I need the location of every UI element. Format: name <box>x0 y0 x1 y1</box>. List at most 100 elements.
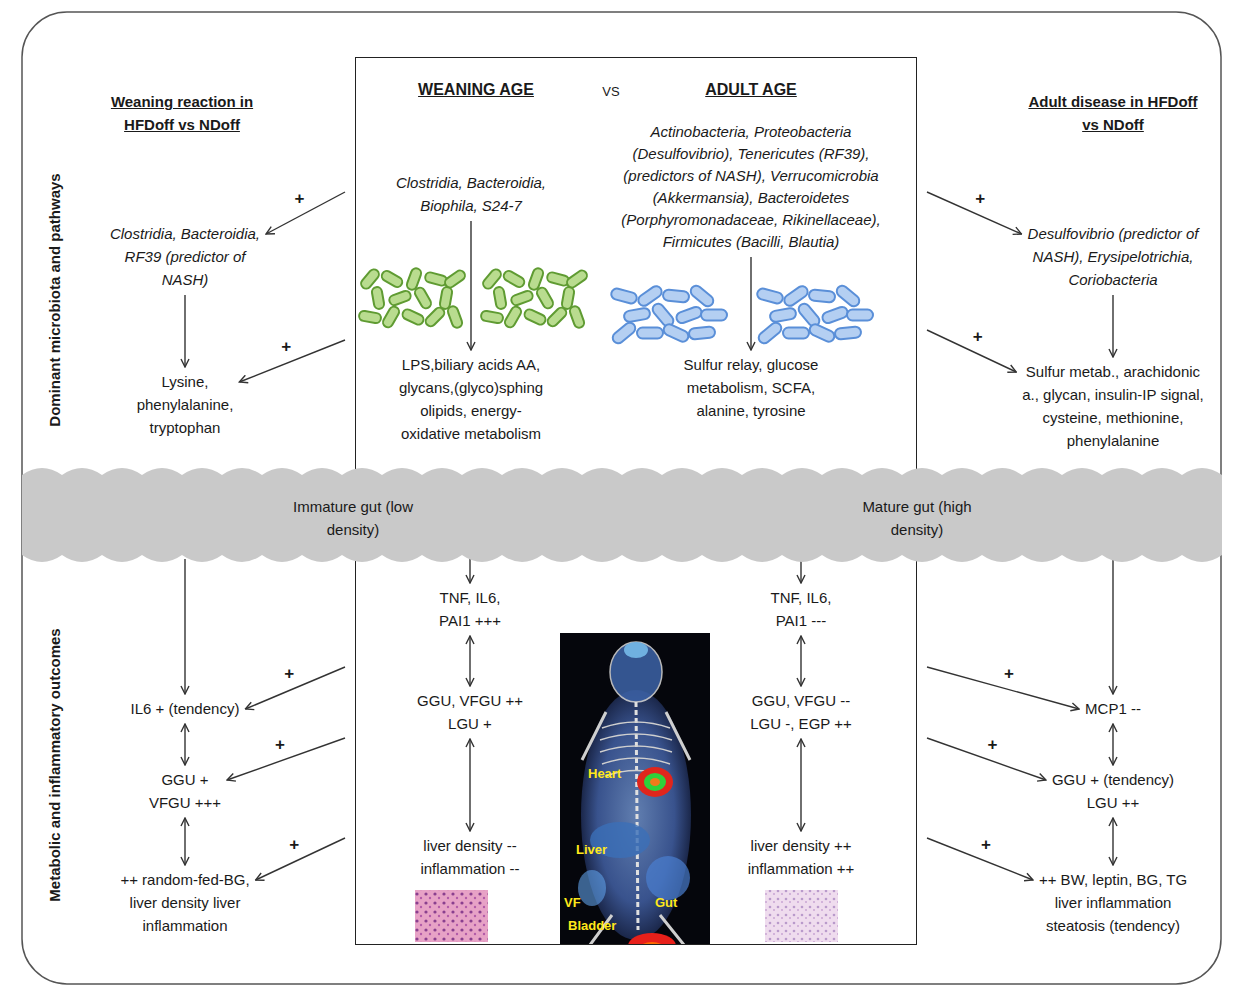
edge-label: + <box>291 188 309 210</box>
bacterium <box>663 289 690 302</box>
arrow-connector <box>239 340 345 382</box>
text-node: liver density -- inflammation -- <box>408 834 533 880</box>
edge-label: + <box>271 734 289 756</box>
bacterium <box>371 286 385 309</box>
pet-heart <box>637 767 673 797</box>
band-text: Immature gut (low density) <box>283 495 423 541</box>
bacteria-cluster <box>480 267 589 329</box>
text-node: IL6 + (tendency) <box>98 697 273 720</box>
text-node: Clostridia, Bacteroidia, Biophila, S24-7 <box>381 171 561 217</box>
column-heading: Weaning reaction in HFDoff vs NDoff <box>95 90 270 136</box>
bacterium <box>401 308 425 326</box>
node-text: Lysine, phenylalanine, tryptophan <box>125 370 245 439</box>
text-node: GGU + VFGU +++ <box>145 768 225 814</box>
bacterium <box>689 326 716 339</box>
node-text: Sulfur relay, glucose metabolism, SCFA, … <box>671 353 831 422</box>
arrow-connector <box>470 221 471 350</box>
pet-heart-inner <box>644 773 666 791</box>
organ-label: Heart <box>588 766 621 782</box>
bacterium <box>701 310 727 321</box>
arrow-connector <box>184 295 185 367</box>
edge-label: + <box>971 188 989 210</box>
arrow-connector <box>800 739 801 831</box>
text-node: GGU + (tendency) LGU ++ <box>1051 768 1176 814</box>
pet-skull <box>610 642 662 702</box>
text-node: Desulfovibrio (predictor of NASH), Erysi… <box>1013 222 1213 291</box>
text-node: TNF, IL6, PAI1 --- <box>756 586 846 632</box>
row-label: Dominant microbiota and pathways <box>44 150 66 450</box>
arrow-connector <box>927 330 1016 372</box>
pet-fat <box>578 870 606 906</box>
arrow-connector <box>1112 295 1113 357</box>
arrow-connector <box>184 559 185 694</box>
text-node: LPS,biliary acids AA, glycans,(glyco)sph… <box>396 353 546 445</box>
node-text: ++ random-fed-BG, liver density liver in… <box>113 868 258 937</box>
text-node: ++ BW, leptin, BG, TG liver inflammation… <box>1028 868 1198 937</box>
edge-label: + <box>969 326 987 348</box>
node-text: Desulfovibrio (predictor of NASH), Erysi… <box>1013 222 1213 291</box>
text-node: Actinobacteria, Proteobacteria (Desulfov… <box>611 121 891 253</box>
gut-band: Immature gut (low density)Mature gut (hi… <box>22 465 1222 565</box>
arrow-connector <box>227 738 345 780</box>
edge-label: + <box>277 336 295 358</box>
histology-image <box>415 890 488 942</box>
node-text: TNF, IL6, PAI1 +++ <box>425 586 515 632</box>
text-node: liver density ++ inflammation ++ <box>739 834 864 880</box>
node-text: GGU + (tendency) LGU ++ <box>1051 768 1176 814</box>
bacterium <box>610 287 638 304</box>
node-text: Clostridia, Bacteroidia, Biophila, S24-7 <box>381 171 561 217</box>
organ-label: VF <box>564 895 581 911</box>
bacterium <box>413 286 433 310</box>
arrow-connector <box>184 724 185 765</box>
node-text: ++ BW, leptin, BG, TG liver inflammation… <box>1028 868 1198 937</box>
node-text: LPS,biliary acids AA, glycans,(glyco)sph… <box>396 353 546 445</box>
bacterium <box>662 323 690 344</box>
bacterium <box>689 283 716 308</box>
arrow-connector <box>1112 818 1113 865</box>
versus-label: VS <box>591 80 631 103</box>
node-text: GGU, VFGU -- LGU -, EGP ++ <box>739 689 864 735</box>
arrow-connector <box>266 192 345 234</box>
text-node: MCP1 -- <box>1051 697 1176 720</box>
bacterium <box>358 310 381 324</box>
edge-label: + <box>977 834 995 856</box>
text-node: GGU, VFGU ++ LGU + <box>408 689 533 735</box>
arrow-connector <box>927 192 1022 234</box>
column-heading: ADULT AGE <box>671 78 831 101</box>
arrow-connector <box>469 739 470 831</box>
edge-label: + <box>280 663 298 685</box>
edge-label: + <box>1000 663 1018 685</box>
organ-label: Bladder <box>568 918 616 934</box>
node-text: liver density ++ inflammation ++ <box>739 834 864 880</box>
bacterium <box>388 290 412 307</box>
arrow-connector <box>927 667 1079 709</box>
text-node: TNF, IL6, PAI1 +++ <box>425 586 515 632</box>
bacterium <box>611 320 638 345</box>
bacterium <box>447 305 464 329</box>
pet-gut <box>646 856 690 900</box>
text-node: Clostridia, Bacteroidia, RF39 (predictor… <box>100 222 270 291</box>
node-text: IL6 + (tendency) <box>98 697 273 720</box>
gut-band-shape <box>22 465 1222 565</box>
arrow-connector <box>927 738 1046 780</box>
histology-image <box>765 890 838 942</box>
arrow-connector <box>750 257 751 350</box>
arrow-connector <box>1112 559 1113 694</box>
pet-limbs <box>582 712 690 945</box>
arrow-connector <box>1112 724 1113 765</box>
bacterium <box>381 305 401 329</box>
arrow-connector <box>256 838 345 880</box>
node-text: MCP1 -- <box>1051 697 1176 720</box>
text-node: Lysine, phenylalanine, tryptophan <box>125 370 245 439</box>
arrow-connector <box>800 559 801 583</box>
arrow-connector <box>184 818 185 865</box>
bacterium <box>675 305 703 324</box>
node-text: Sulfur metab., arachidonic a., glycan, i… <box>1021 360 1206 452</box>
pet-spine <box>636 702 638 930</box>
text-node: GGU, VFGU -- LGU -, EGP ++ <box>739 689 864 735</box>
text-node: Sulfur metab., arachidonic a., glycan, i… <box>1021 360 1206 452</box>
column-heading: WEANING AGE <box>396 78 556 101</box>
pet-background <box>560 633 710 945</box>
row-label: Metabolic and inflammatory outcomes <box>44 600 66 930</box>
bacterium <box>623 307 651 322</box>
